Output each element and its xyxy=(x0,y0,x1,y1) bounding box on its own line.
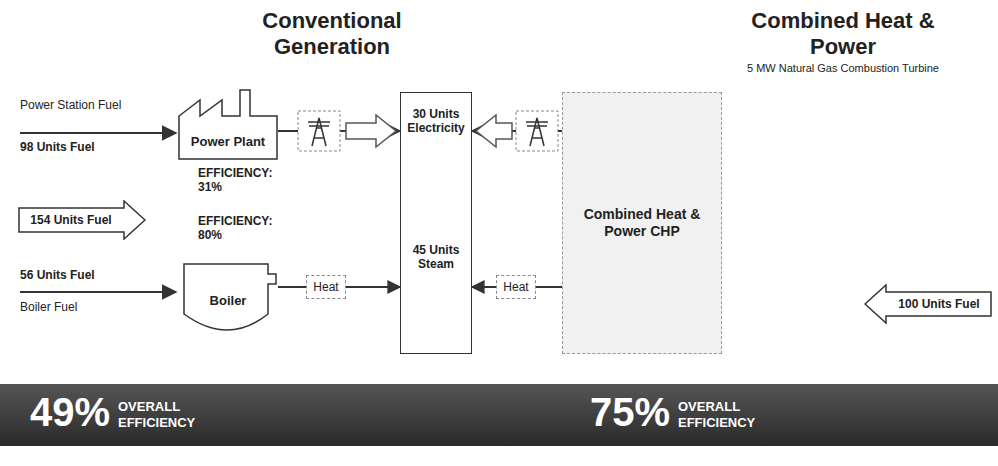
fuel-amount: 56 Units Fuel xyxy=(20,268,140,282)
transmission-tower xyxy=(516,111,558,151)
node-text: Heat xyxy=(503,280,528,294)
node-text: 154 Units Fuel xyxy=(30,213,111,227)
connector xyxy=(472,286,496,288)
connector xyxy=(346,286,400,288)
fuel-arrow-shape xyxy=(19,201,145,239)
power-plant-shape xyxy=(179,90,277,159)
power-plant: Power Plant xyxy=(178,86,278,160)
fuel-line xyxy=(20,132,176,134)
fuel-arrow: 100 Units Fuel xyxy=(864,284,992,324)
efficiency-value: 49% xyxy=(30,392,120,432)
transmission-tower xyxy=(298,111,340,151)
hollow-arrow xyxy=(476,115,512,147)
efficiency-caption: OVERALL EFFICIENCY xyxy=(678,399,768,432)
connector xyxy=(278,286,306,288)
efficiency-label: EFFICIENCY: 80% xyxy=(198,214,294,243)
node-text: Power Plant xyxy=(180,134,276,150)
subtitle: 5 MW Natural Gas Combustion Turbine xyxy=(738,62,948,75)
node-text: Heat xyxy=(313,280,338,294)
heat-box: Heat xyxy=(306,275,346,299)
node-text: Combined Heat & Power CHP xyxy=(582,206,702,240)
section-heading: Conventional Generation xyxy=(232,8,432,61)
heat-box: Heat xyxy=(496,275,536,299)
node-text: 30 Units Electricity xyxy=(403,107,469,136)
fuel-label: Power Station Fuel xyxy=(20,98,130,112)
boiler-shape xyxy=(184,264,276,330)
fuel-amount: 98 Units Fuel xyxy=(20,140,140,154)
node-text: 100 Units Fuel xyxy=(898,297,979,311)
chp-box: Combined Heat & Power CHP xyxy=(562,92,722,354)
efficiency-value: 75% xyxy=(590,392,680,432)
boiler: Boiler xyxy=(178,262,278,340)
fuel-line xyxy=(20,291,176,293)
efficiency-caption: OVERALL EFFICIENCY xyxy=(118,399,208,432)
section-heading: Combined Heat & Power xyxy=(738,8,948,61)
hollow-arrow xyxy=(346,115,396,147)
efficiency-band: 49%OVERALL EFFICIENCY75%OVERALL EFFICIEN… xyxy=(0,384,998,446)
node-text: Boiler xyxy=(210,293,247,309)
efficiency-label: EFFICIENCY: 31% xyxy=(198,166,294,195)
output-box: 30 Units Electricity 45 Units Steam xyxy=(400,92,472,354)
connector xyxy=(536,286,562,288)
node-text: 45 Units Steam xyxy=(403,243,469,272)
fuel-label: Boiler Fuel xyxy=(20,300,140,314)
fuel-arrow: 154 Units Fuel xyxy=(18,200,146,240)
fuel-arrow-shape xyxy=(865,285,991,323)
